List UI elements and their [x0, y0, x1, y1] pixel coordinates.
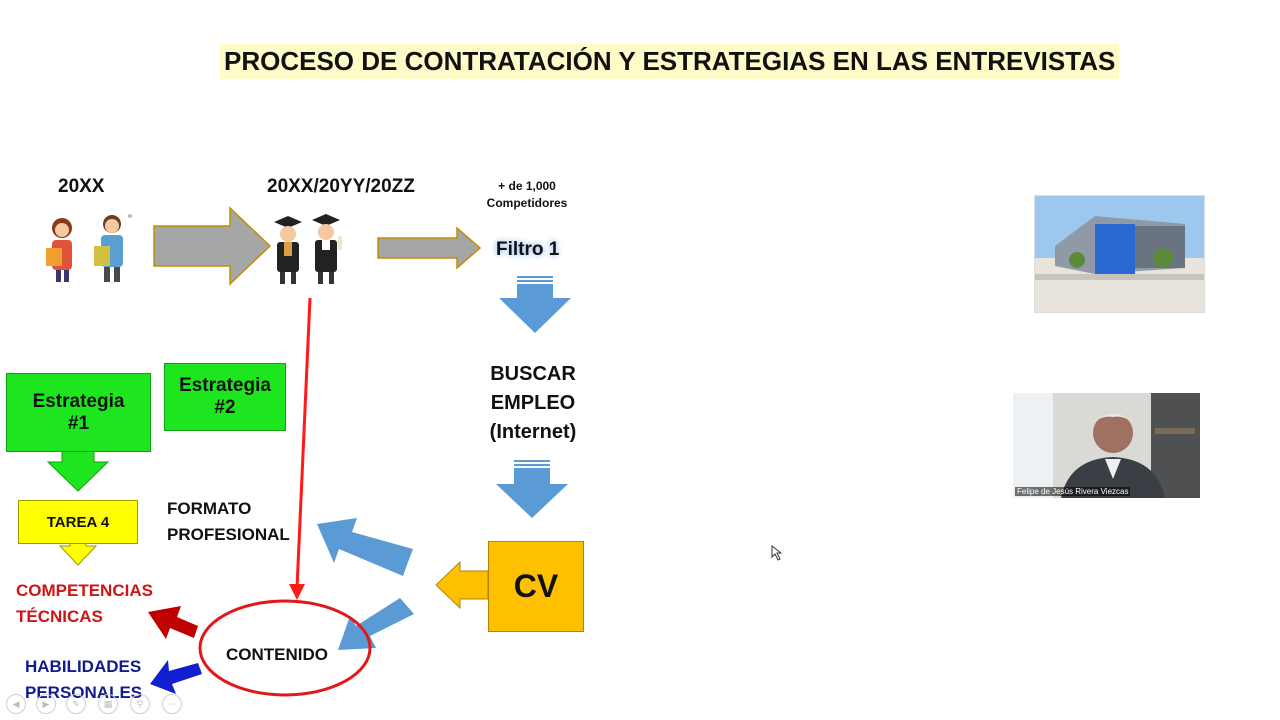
competencies-line1: COMPETENCIAS	[16, 578, 153, 604]
competencies-label: COMPETENCIAS TÉCNICAS	[16, 578, 153, 630]
pen-tool-icon[interactable]: ✎	[66, 694, 86, 714]
format-label: FORMATO PROFESIONAL	[167, 496, 290, 548]
task-box: TAREA 4	[18, 500, 138, 544]
slides-grid-icon[interactable]: ▦	[98, 694, 118, 714]
next-slide-icon[interactable]: ▶	[36, 694, 56, 714]
red-connector-head	[289, 584, 305, 600]
format-line2: PROFESIONAL	[167, 522, 290, 548]
dark-red-arrow	[148, 606, 198, 639]
gray-arrow-large	[154, 208, 270, 284]
skills-line1: HABILIDADES	[25, 654, 142, 680]
search-line3: (Internet)	[478, 418, 588, 447]
yellow-down-arrow	[60, 542, 96, 565]
strategy1-line2: #1	[33, 413, 125, 435]
navy-arrow	[150, 660, 202, 694]
mouse-cursor-icon	[771, 545, 783, 561]
format-line1: FORMATO	[167, 496, 290, 522]
prev-slide-icon[interactable]: ◀	[6, 694, 26, 714]
search-line2: EMPLEO	[478, 389, 588, 418]
search-line1: BUSCAR	[478, 360, 588, 389]
presenter-webcam: Felipe de Jesús Rivera Viezcas	[1013, 393, 1200, 498]
competencies-line2: TÉCNICAS	[16, 604, 153, 630]
cv-box: CV	[488, 541, 584, 632]
blue-arrow-content	[338, 598, 414, 650]
search-label: BUSCAR EMPLEO (Internet)	[478, 360, 588, 447]
office-building-photo	[1034, 195, 1205, 313]
more-options-icon[interactable]: ⋯	[162, 694, 182, 714]
blue-down-arrow-1	[499, 276, 571, 333]
blue-down-arrow-2	[496, 460, 568, 518]
strategy2-line2: #2	[179, 397, 271, 419]
strategy2-box: Estrategia #2	[164, 363, 286, 431]
strategy1-line1: Estrategia	[33, 391, 125, 413]
content-label: CONTENIDO	[226, 645, 328, 665]
strategy1-box: Estrategia #1	[6, 373, 151, 452]
strategy2-line1: Estrategia	[179, 375, 271, 397]
red-connector-line	[297, 298, 310, 588]
gray-arrow-small	[378, 228, 480, 268]
zoom-icon[interactable]: ⚲	[130, 694, 150, 714]
presenter-name: Felipe de Jesús Rivera Viezcas	[1015, 487, 1130, 496]
green-down-arrow	[48, 450, 108, 491]
blue-arrow-format	[317, 518, 413, 576]
orange-left-arrow	[436, 562, 488, 608]
